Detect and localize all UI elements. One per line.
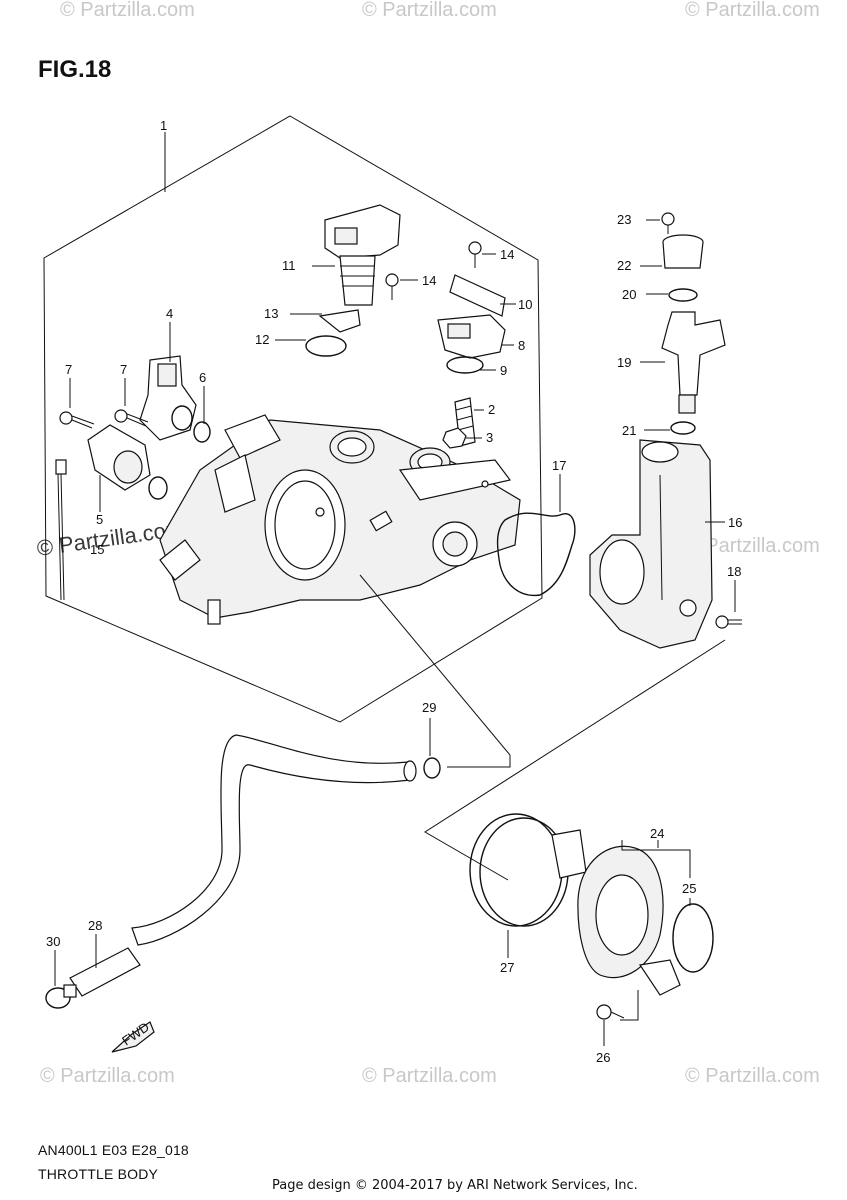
model-code: AN400L1 E03 E28_018	[38, 1142, 189, 1158]
callout-28: 28	[88, 918, 102, 933]
watermark: © Partzilla.com	[40, 1065, 175, 1087]
callout-7: 7	[120, 362, 127, 377]
gasket-17	[496, 512, 576, 597]
callout-16: 16	[728, 515, 742, 530]
callout-18: 18	[727, 564, 741, 579]
watermark: © Partzilla.com	[60, 0, 195, 21]
nut-3	[442, 427, 467, 449]
o-ring-25	[672, 903, 714, 973]
map-sensor	[305, 204, 401, 357]
o-ring-21	[670, 421, 696, 435]
forward-arrow: FWD	[111, 1019, 155, 1053]
o-ring-6	[193, 421, 211, 443]
watermark: © Partzilla.com	[362, 0, 497, 21]
assembly-outline	[43, 115, 543, 723]
leader-line	[359, 574, 511, 756]
callout-8: 8	[518, 338, 525, 353]
callout-20: 20	[622, 287, 636, 302]
injector-holder-16	[589, 439, 713, 649]
callout-27: 27	[500, 960, 514, 975]
callout-3: 3	[486, 430, 493, 445]
throttle-body	[159, 414, 521, 625]
callout-17: 17	[552, 458, 566, 473]
callout-21: 21	[622, 423, 636, 438]
screw-14b	[385, 273, 399, 300]
band-clamp-27	[469, 813, 587, 927]
callout-25: 25	[682, 881, 696, 896]
intake-pipe-24	[577, 845, 681, 996]
callout-5: 5	[96, 512, 103, 527]
callout-23: 23	[617, 212, 631, 227]
callout-10: 10	[518, 297, 532, 312]
callout-6: 6	[199, 370, 206, 385]
callout-11: 11	[282, 258, 296, 273]
watermark: © Partzilla.com	[362, 1065, 497, 1087]
callout-9: 9	[500, 363, 507, 378]
screw-7a	[59, 411, 95, 429]
watermark: © Partzilla.com	[685, 0, 820, 21]
clamp-30	[45, 984, 77, 1009]
screw-14a	[468, 241, 482, 268]
idle-sensor	[87, 424, 168, 500]
figure-title: FIG.18	[38, 56, 112, 83]
section-name: THROTTLE BODY	[38, 1166, 159, 1182]
fuel-injector-19	[661, 311, 726, 414]
callout-29: 29	[422, 700, 436, 715]
callout-26: 26	[596, 1050, 610, 1065]
cap-22	[662, 234, 704, 269]
callout-22: 22	[617, 258, 631, 273]
throttle-position-sensor	[139, 355, 197, 441]
callout-19: 19	[617, 355, 631, 370]
callout-13: 13	[264, 306, 278, 321]
callout-15: 15	[90, 542, 104, 557]
screw-23	[661, 212, 675, 234]
callout-1: 1	[160, 118, 167, 133]
callout-14: 14	[422, 273, 436, 288]
callout-7: 7	[65, 362, 72, 377]
leader-lines	[54, 219, 736, 1046]
o-ring-20	[668, 288, 698, 302]
page-credit: Page design © 2004-2017 by ARI Network S…	[272, 1178, 638, 1193]
sensor-8	[437, 314, 506, 374]
callouts: 1 2 3 4 5 6 7 7 8 9 10 11 12 13 14 14 15…	[46, 118, 742, 1065]
bolt-26	[596, 1004, 625, 1020]
callout-30: 30	[46, 934, 60, 949]
bracket-10	[449, 274, 506, 317]
clamp-29	[423, 757, 441, 779]
callout-24: 24	[650, 826, 664, 841]
screw-7b	[114, 409, 149, 427]
callout-2: 2	[488, 402, 495, 417]
watermark: © Partzilla.com	[685, 535, 820, 557]
callout-4: 4	[166, 306, 173, 321]
bolt-18	[715, 615, 742, 629]
cable-tie-15	[55, 459, 67, 601]
callout-14: 14	[500, 247, 514, 262]
watermark: © Partzilla.com	[685, 1065, 820, 1087]
callout-12: 12	[255, 332, 269, 347]
hose-28	[69, 734, 417, 997]
leader-line	[447, 755, 511, 768]
